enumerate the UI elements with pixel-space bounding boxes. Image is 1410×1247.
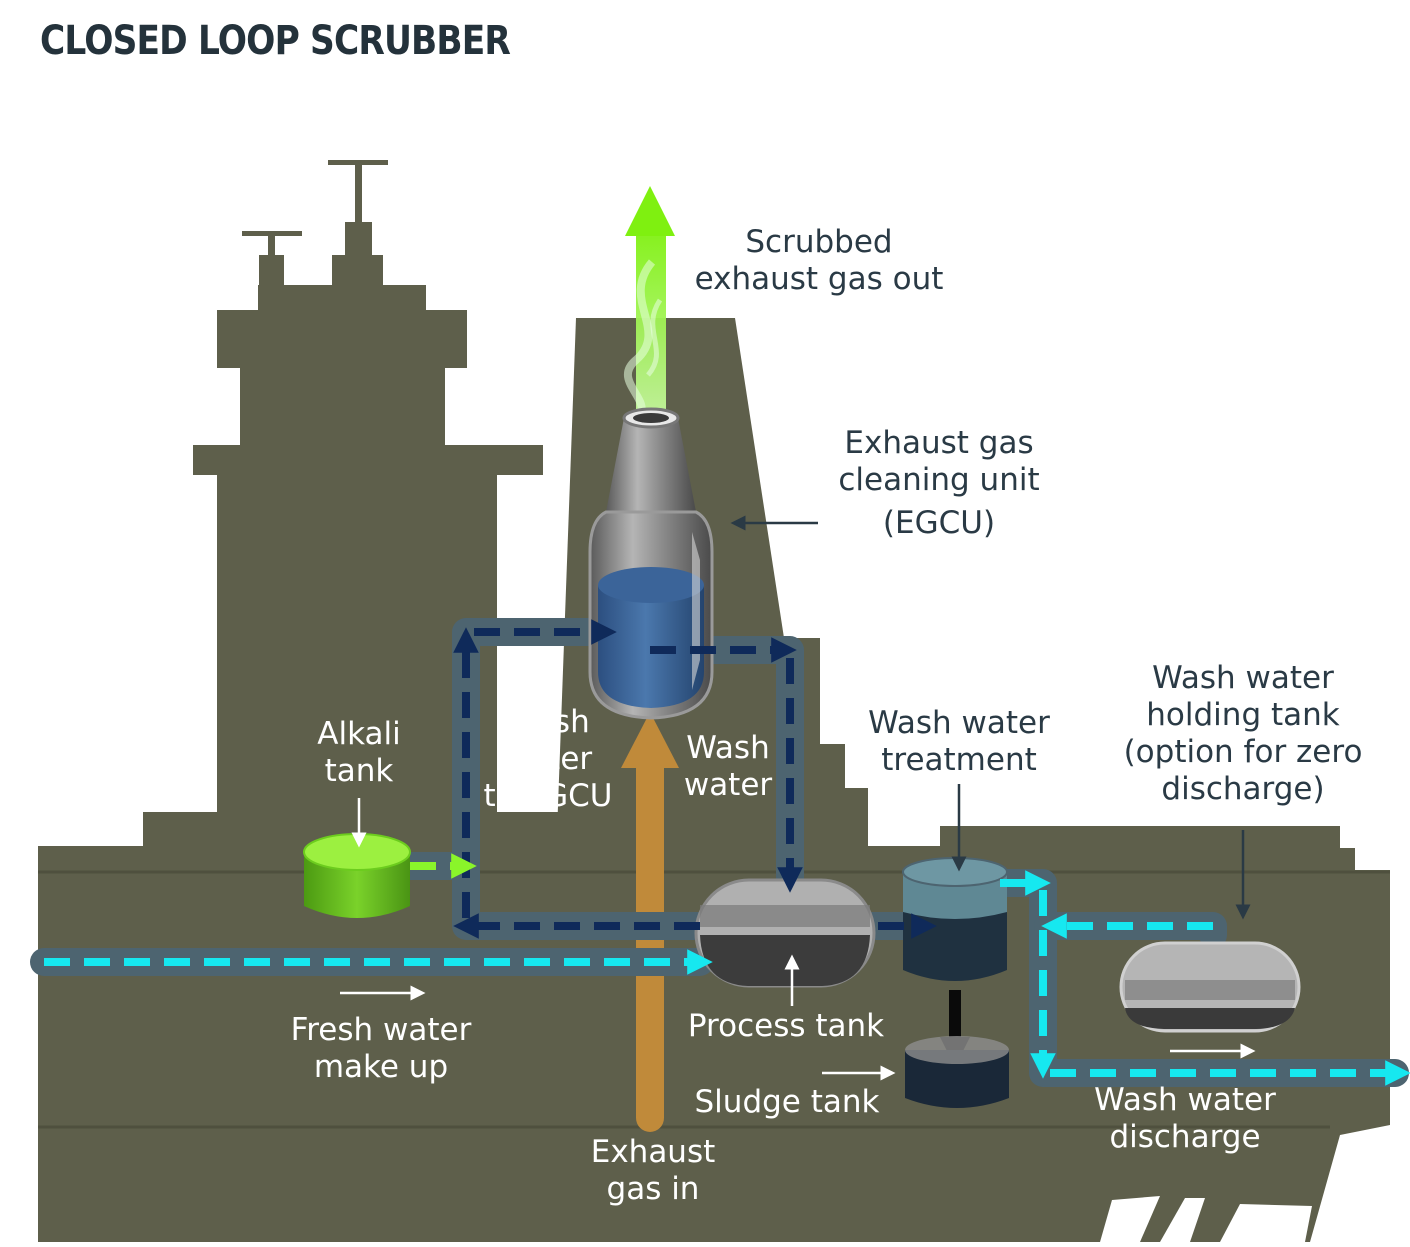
label-wash-water: Wash water [684,730,772,804]
label-line: Wash water [1152,660,1334,696]
label-sludge-tank: Sludge tank [695,1084,880,1121]
label-process-tank: Process tank [688,1008,884,1045]
label-holding-tank: Wash water holding tank (option for zero… [1124,660,1363,808]
label-wash-water-to-egcu: Wash water to EGCU [484,704,613,815]
label-line: Scrubbed [745,224,893,260]
label-line: water [683,767,773,803]
label-line: tank [324,753,394,789]
label-line: cleaning unit [838,462,1040,498]
wash-water-treatment-unit [902,857,1008,1067]
label-line: (option for zero [1123,734,1363,770]
label-scrubbed-gas: Scrubbed exhaust gas out [695,224,944,298]
label-line: Wash water [1094,1082,1276,1118]
label-line: holding tank [1146,697,1340,733]
label-line: gas in [606,1171,700,1207]
label-line: Wash water [868,705,1050,741]
label-line: Alkali [317,716,401,752]
label-line: (EGCU) [882,505,996,541]
alkali-tank [303,833,411,918]
label-fresh-water: Fresh water make up [291,1012,472,1086]
label-line: Sludge tank [694,1084,880,1120]
sludge-tank [905,1036,1009,1108]
propeller-cutout [1100,1196,1312,1242]
label-line: treatment [881,742,1037,778]
label-line: Exhaust [590,1134,716,1170]
fresh-water-flow [44,870,1410,1086]
holding-tank [1119,941,1301,1033]
label-line: make up [313,1049,449,1085]
label-line: Fresh water [290,1012,472,1048]
label-line: exhaust gas out [694,261,944,297]
callout-arrows [340,515,1256,1081]
label-line: Wash [506,704,590,740]
label-line: Wash [686,730,770,766]
label-line: Exhaust gas [844,425,1034,461]
label-exhaust-gas-in: Exhaust gas in [591,1134,716,1208]
label-line: Process tank [687,1008,885,1044]
label-line: to EGCU [483,778,613,814]
label-line: discharge [1109,1119,1261,1155]
page-title: CLOSED LOOP SCRUBBER [40,18,511,64]
label-alkali-tank: Alkali tank [317,716,400,790]
label-wash-water-treatment: Wash water treatment [868,705,1050,779]
label-line: discharge) [1161,771,1325,807]
label-discharge: Wash water discharge [1094,1082,1276,1156]
label-egcu: Exhaust gas cleaning unit (EGCU) [838,425,1039,542]
label-line: water [503,741,593,777]
process-tank [694,878,876,988]
